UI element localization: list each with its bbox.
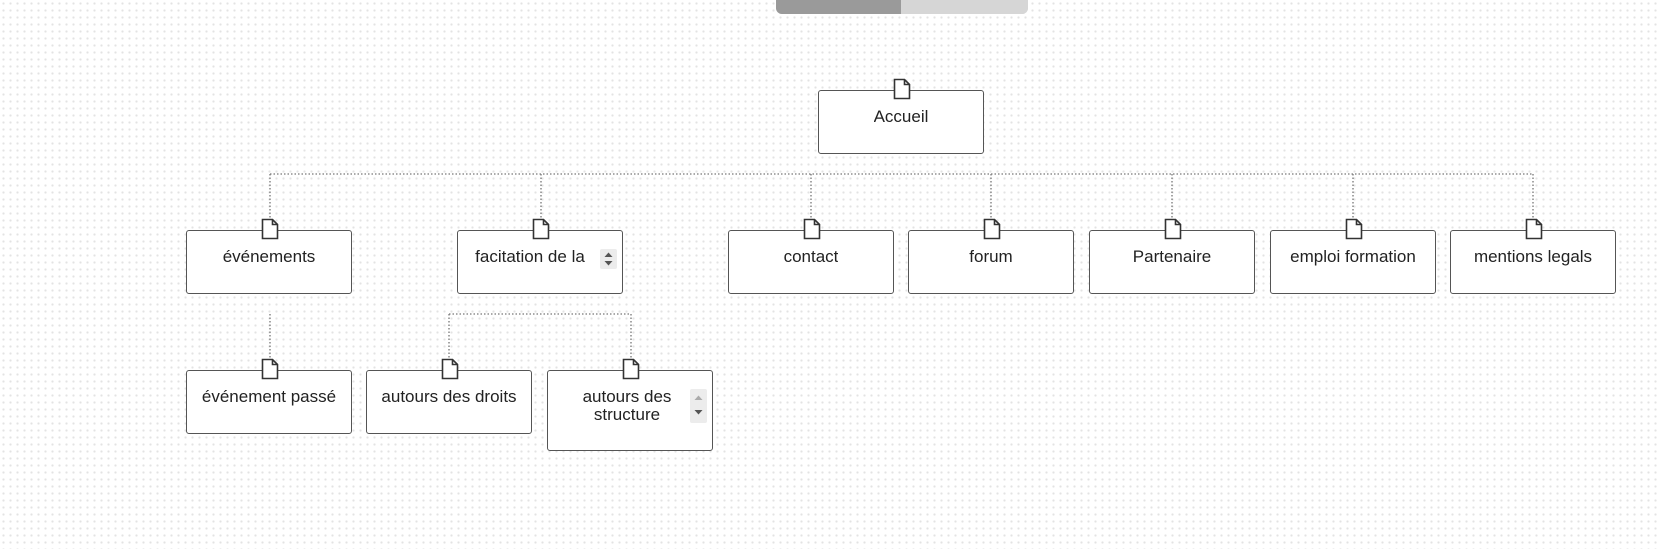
page-icon xyxy=(622,358,640,380)
page-icon xyxy=(261,358,279,380)
sitemap-node-autours-des-droits[interactable]: autours des droits xyxy=(366,358,532,434)
page-icon xyxy=(441,358,459,380)
view-toggle-segment-2[interactable] xyxy=(901,0,1028,14)
sitemap-node-partenaire[interactable]: Partenaire xyxy=(1089,218,1255,294)
page-icon xyxy=(1164,218,1182,240)
node-label: Accueil xyxy=(873,108,929,126)
text-scroll-stepper[interactable] xyxy=(600,249,617,269)
node-label: mentions legals xyxy=(1473,248,1593,266)
sitemap-node-emploi-formation[interactable]: emploi formation xyxy=(1270,218,1436,294)
node-label: autours des droits xyxy=(381,388,517,406)
sitemap-node-facitation[interactable]: facitation de la xyxy=(457,218,623,294)
text-scroll-stepper[interactable] xyxy=(690,389,707,423)
page-icon xyxy=(532,218,550,240)
node-label: forum xyxy=(969,248,1013,266)
node-label: Partenaire xyxy=(1132,248,1212,266)
stepper-arrows-icon xyxy=(694,395,703,415)
stepper-arrows-icon xyxy=(604,252,613,266)
page-icon xyxy=(1345,218,1363,240)
page-icon xyxy=(983,218,1001,240)
view-toggle[interactable] xyxy=(776,0,1028,14)
node-label: événements xyxy=(222,248,316,266)
node-label: contact xyxy=(783,248,839,266)
sitemap-node-evenement-passe[interactable]: événement passé xyxy=(186,358,352,434)
sitemap-node-accueil[interactable]: Accueil xyxy=(818,78,984,154)
node-label: facitation de la xyxy=(475,248,585,266)
sitemap-node-autours-des-structure[interactable]: autours des structure xyxy=(547,358,713,451)
page-icon xyxy=(803,218,821,240)
sitemap-node-contact[interactable]: contact xyxy=(728,218,894,294)
page-icon xyxy=(1525,218,1543,240)
sitemap-node-forum[interactable]: forum xyxy=(908,218,1074,294)
sitemap-node-mentions-legals[interactable]: mentions legals xyxy=(1450,218,1616,294)
node-label: emploi formation xyxy=(1290,248,1416,266)
node-label: autours des structure xyxy=(582,388,672,424)
page-icon xyxy=(893,78,911,100)
page-icon xyxy=(261,218,279,240)
view-toggle-segment-1[interactable] xyxy=(776,0,901,14)
sitemap-node-evenements[interactable]: événements xyxy=(186,218,352,294)
node-label: événement passé xyxy=(201,388,337,406)
